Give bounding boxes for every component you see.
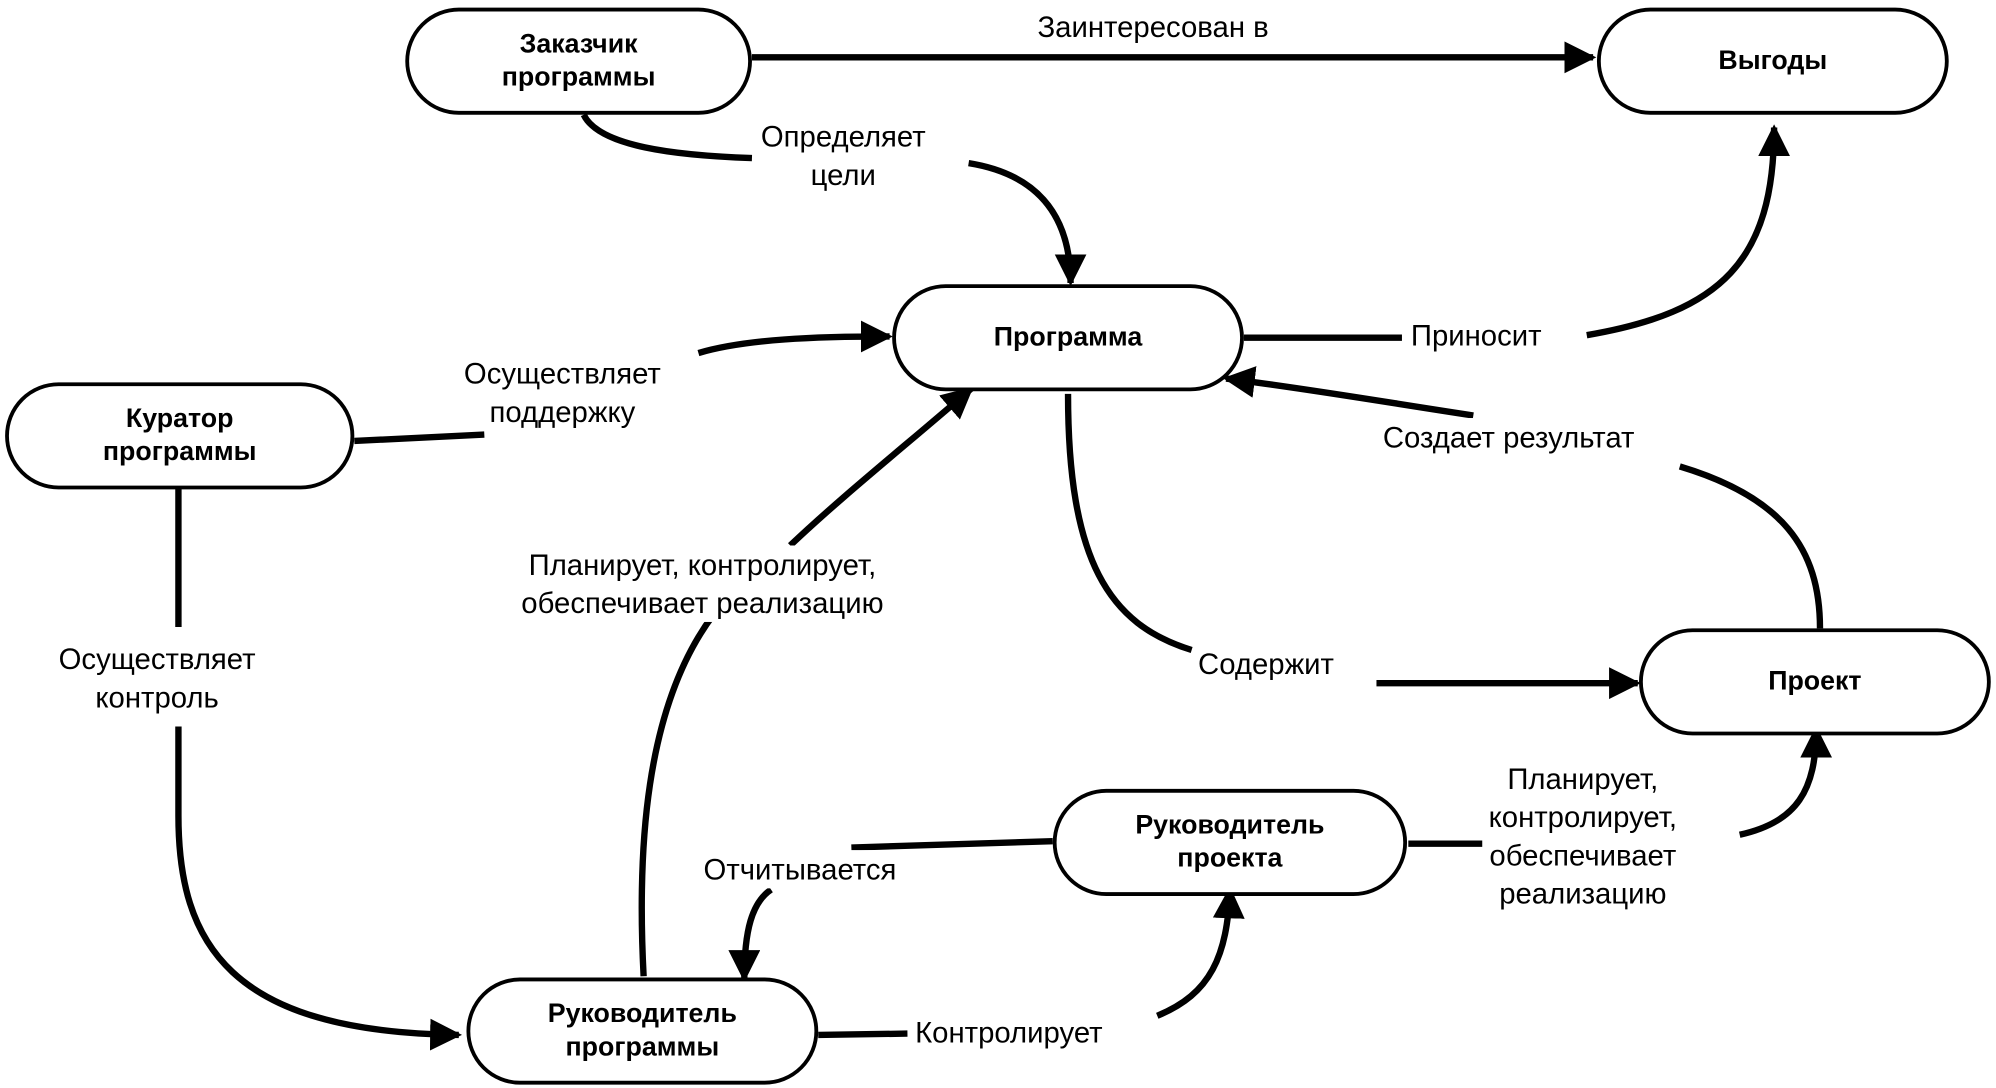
edge-label-controls: Контролирует [909,1013,1108,1052]
node-project-manager: Руководитель проекта [1052,788,1408,896]
edge-podderzhka [354,336,889,445]
edge-label-plans-program: Планирует, контролирует, обеспечивает ре… [516,545,889,622]
node-project: Проект [1639,628,1991,736]
edge-kontrol [175,488,458,1035]
edge-label-supports: Осуществляет поддержку [458,354,666,431]
edge-label-contains: Содержит [1192,644,1340,684]
edge-label-controls-curator: Осуществляет контроль [53,639,261,717]
edge-label-creates-result: Создает результат [1377,418,1640,457]
edge-plan-program [638,389,971,977]
edge-opredelyaet [580,113,1071,283]
edge-label-brings: Приносит [1405,316,1547,355]
node-customer: Заказчик программы [405,7,752,115]
edge-sozdaet [1226,379,1824,629]
node-benefits: Выгоды [1596,7,1949,115]
node-curator: Куратор программы [5,382,355,490]
edge-plan-project [1408,729,1816,847]
edge-label-interested: Заинтересован в [1032,7,1274,46]
edge-soderzhit [1064,393,1638,683]
node-program: Программа [892,284,1244,392]
node-program-manager: Руководитель программы [466,977,819,1085]
edge-kontroliruet [818,890,1230,1039]
edge-label-plans-project: Планирует, контролирует, обеспечивает ре… [1483,759,1683,913]
edge-label-defines-goals: Определяет цели [755,117,931,194]
edge-prinosit [1243,127,1774,341]
edge-label-reports: Отчитывается [698,850,902,889]
edge-otchityvaetsya [744,837,1053,979]
